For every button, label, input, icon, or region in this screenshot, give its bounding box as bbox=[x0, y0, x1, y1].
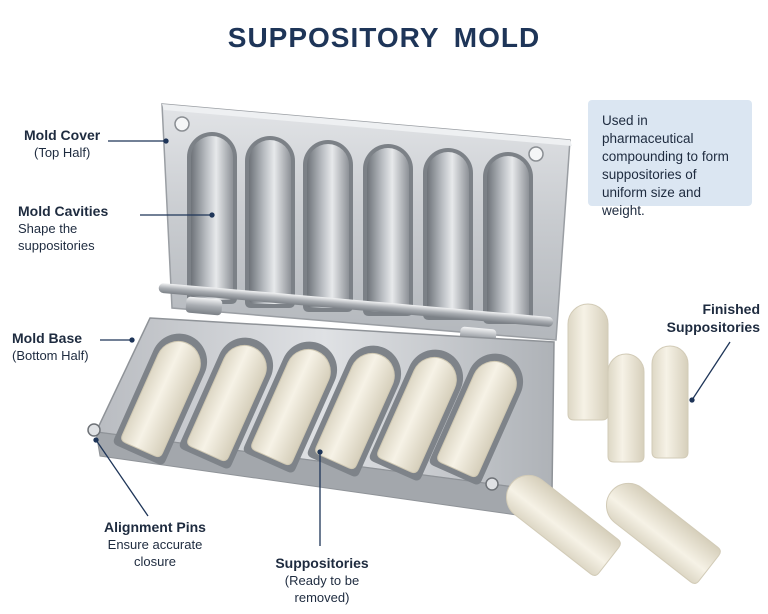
suppository bbox=[315, 353, 395, 470]
leader-dot bbox=[93, 437, 99, 443]
well-with-suppository bbox=[307, 345, 402, 477]
mold-cavity bbox=[307, 144, 349, 308]
label-sub: (Ready to be removed) bbox=[284, 573, 360, 605]
label-title: Finished bbox=[702, 301, 760, 317]
label-title: Mold Cavities bbox=[18, 203, 109, 219]
leader-finished bbox=[691, 341, 731, 401]
suppository bbox=[121, 341, 201, 458]
label-mold-cover: Mold Cover (Top Half) bbox=[24, 126, 100, 161]
alignment-pin-icon bbox=[87, 423, 101, 437]
alignment-pin-icon bbox=[485, 477, 499, 491]
label-sub: suppositories bbox=[18, 238, 95, 253]
label-alignment-pins: Alignment Pins Ensure accurate closure bbox=[96, 518, 214, 570]
label-suppositories: Suppositories (Ready to be removed) bbox=[256, 554, 388, 606]
leader-dot bbox=[689, 397, 695, 403]
well-with-suppository bbox=[243, 341, 338, 473]
suppository bbox=[251, 349, 331, 466]
info-box: Used in pharmaceutical compounding to fo… bbox=[588, 100, 752, 218]
finished-suppositories bbox=[505, 303, 721, 584]
mold-cavity bbox=[249, 140, 291, 304]
label-mold-cavities: Mold Cavities Shape the suppositories bbox=[18, 202, 108, 254]
base-wells bbox=[113, 333, 524, 485]
mold-cavities bbox=[187, 132, 533, 324]
label-title: Mold Base bbox=[12, 330, 83, 346]
finished-suppository bbox=[567, 303, 609, 421]
mold-cavity bbox=[427, 152, 469, 316]
leader-dot bbox=[317, 449, 323, 455]
suppository bbox=[377, 357, 457, 474]
finished-suppository bbox=[607, 353, 645, 463]
mold-cavity bbox=[487, 156, 529, 320]
label-sub: (Bottom Half) bbox=[12, 348, 89, 363]
label-sub: Ensure accurate bbox=[107, 537, 203, 552]
mold-cover bbox=[161, 103, 572, 341]
finished-suppository-lying bbox=[505, 474, 621, 576]
label-sub: closure bbox=[134, 554, 176, 569]
page-title: SUPPOSITORY MOLD bbox=[227, 22, 541, 53]
label-title: Suppositories bbox=[666, 319, 760, 335]
pin-hole-icon bbox=[528, 146, 544, 162]
leader-dot bbox=[209, 212, 215, 218]
label-title: Mold Cover bbox=[24, 127, 101, 143]
pin-hole-icon bbox=[174, 116, 190, 132]
label-title: Alignment Pins bbox=[104, 519, 206, 535]
leader-alignment-pins bbox=[95, 439, 149, 517]
finished-suppository bbox=[651, 345, 689, 459]
suppository bbox=[187, 345, 267, 462]
label-finished-suppositories: Finished Suppositories bbox=[660, 300, 760, 336]
finished-suppository-lying bbox=[605, 482, 721, 584]
mold-base bbox=[87, 317, 555, 521]
well-with-suppository bbox=[179, 337, 274, 469]
suppository bbox=[437, 361, 517, 478]
label-title: Suppositories bbox=[275, 555, 369, 571]
label-sub: Shape the bbox=[18, 221, 78, 236]
finished-suppository bbox=[505, 474, 621, 576]
leader-lines bbox=[93, 138, 731, 546]
well-with-suppository bbox=[429, 353, 524, 485]
well-with-suppository bbox=[369, 349, 464, 481]
leader-dot bbox=[163, 138, 169, 144]
mold-cavity bbox=[367, 148, 409, 312]
label-sub: (Top Half) bbox=[34, 145, 91, 160]
well-with-suppository bbox=[113, 333, 208, 465]
leader-dot bbox=[129, 337, 135, 343]
label-mold-base: Mold Base (Bottom Half) bbox=[12, 329, 89, 364]
finished-suppository bbox=[605, 482, 721, 584]
mold-cavity bbox=[191, 136, 233, 300]
